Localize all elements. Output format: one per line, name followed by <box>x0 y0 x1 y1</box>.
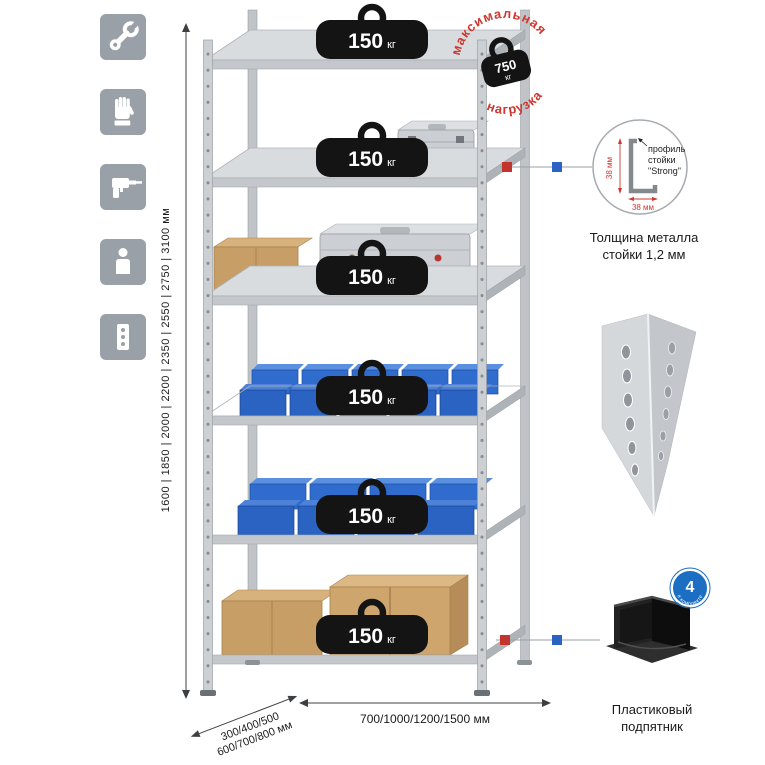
profile-label-3: "Strong" <box>648 166 681 176</box>
svg-text:нагрузка: нагрузка <box>482 85 548 123</box>
callout-top <box>500 162 592 172</box>
badge-value: 4 <box>686 579 695 596</box>
profile-caption-2: стойки 1,2 мм <box>603 247 686 262</box>
depth-dimension: 300/400/500 600/700/800 мм <box>190 695 298 759</box>
work-glove-icon <box>100 89 146 135</box>
corner-profile-image <box>601 313 697 517</box>
feature-icon-tiles <box>100 14 146 360</box>
foot-caption-2: подпятник <box>621 719 683 734</box>
wrench-icon <box>100 14 146 60</box>
profile-label-2: стойки <box>648 155 676 165</box>
kit-count-badge: 4 в комплекте <box>669 567 711 609</box>
post-profile-diagram: 38 мм 38 мм профиль стойки "Strong" Толщ… <box>590 119 699 262</box>
perforated-profile-icon <box>100 314 146 360</box>
foot-caption-1: Пластиковый <box>612 702 692 717</box>
profile-label-1: профиль <box>648 144 686 154</box>
profile-caption-1: Толщина металла <box>590 230 699 245</box>
svg-text:кг: кг <box>504 72 512 82</box>
profile-dim-horizontal: 38 мм <box>632 203 654 212</box>
person-icon <box>100 239 146 285</box>
max-load-weight-icon: 750 кг <box>481 37 532 88</box>
svg-text:750: 750 <box>493 57 518 77</box>
drill-icon <box>100 164 146 210</box>
stamp-arc-bottom: нагрузка <box>482 85 548 123</box>
width-label: 700/1000/1200/1500 мм <box>360 712 490 726</box>
profile-dim-vertical: 38 мм <box>605 157 614 179</box>
height-dimension: 1600 | 1850 | 2000 | 2200 | 2350 | 2550 … <box>160 23 190 699</box>
cardboard-boxes <box>221 574 469 656</box>
width-dimension: 700/1000/1200/1500 мм <box>299 699 551 726</box>
height-label: 1600 | 1850 | 2000 | 2200 | 2350 | 2550 … <box>160 208 172 513</box>
callout-bottom <box>496 635 600 645</box>
